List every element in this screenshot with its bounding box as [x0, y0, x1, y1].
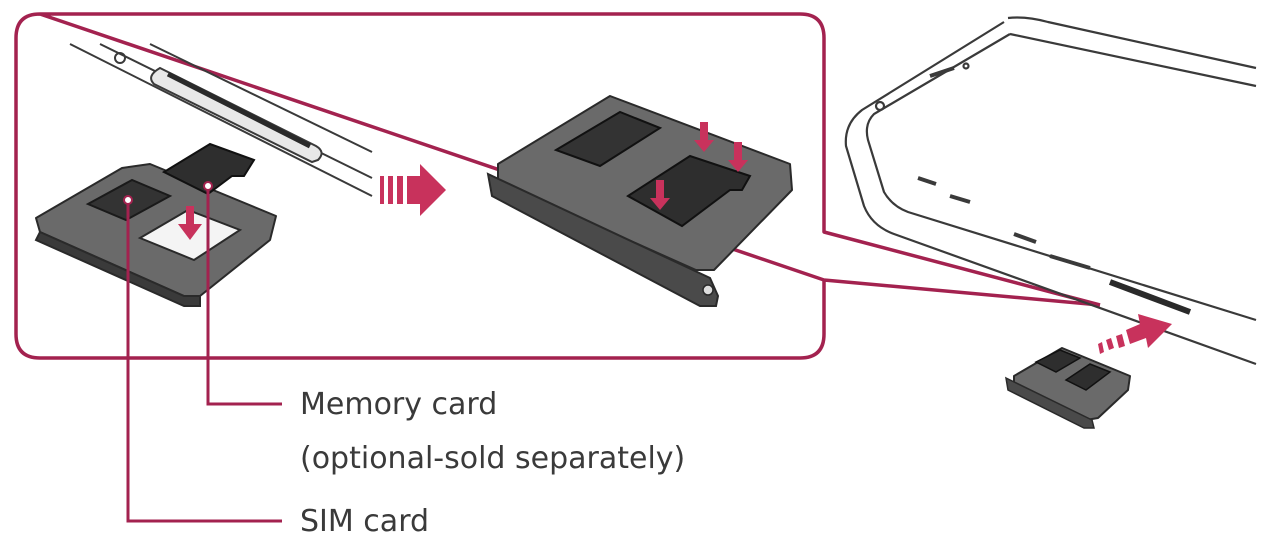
- arrow-down-icon: [650, 180, 670, 210]
- phone-edge-closeup: [69, 43, 373, 197]
- sim-card-label: SIM card: [300, 504, 429, 539]
- callout-frame: [14, 12, 1101, 360]
- memory-card-label: Memory card: [300, 387, 497, 422]
- sim-tray-small: [1005, 347, 1131, 429]
- sim-card-installed: [553, 110, 663, 168]
- arrow-down-icon: [728, 142, 748, 172]
- memory-card-installed: [626, 154, 752, 228]
- sim-tray-loaded: [486, 95, 793, 307]
- arrow-down-icon: [178, 206, 202, 240]
- phone-body: [844, 16, 1257, 366]
- memory-card-note: (optional-sold separately): [300, 441, 685, 476]
- callout-leader-lines: [126, 186, 282, 523]
- arrow-insert-icon: [1098, 314, 1172, 354]
- arrow-down-icon: [694, 122, 714, 152]
- arrow-right-icon[interactable]: [380, 164, 446, 216]
- sim-tray-left: [34, 142, 277, 307]
